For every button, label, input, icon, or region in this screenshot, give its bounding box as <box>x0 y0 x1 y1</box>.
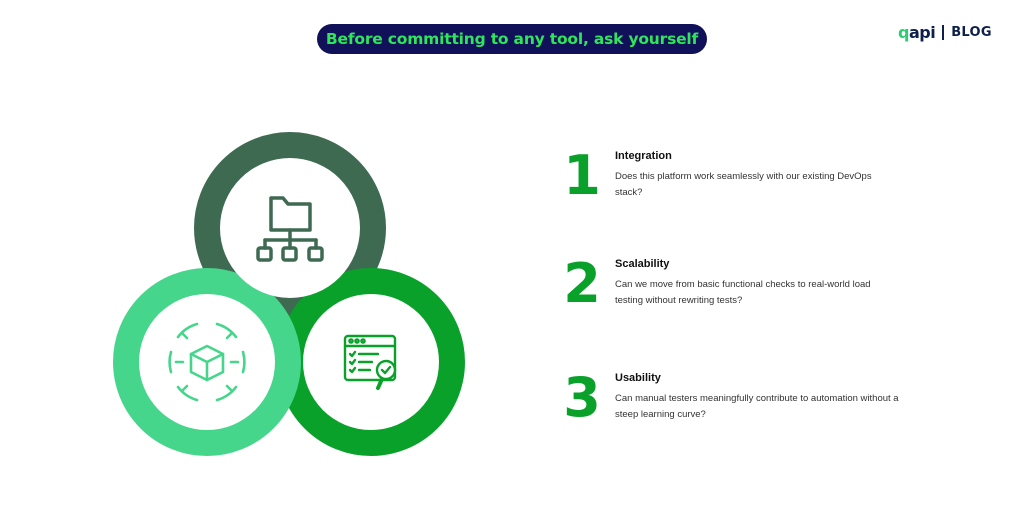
question-number: 1 <box>563 144 601 207</box>
question-scalability: 2 Scalability Can we move from basic fun… <box>560 254 870 328</box>
ring-left <box>113 268 301 456</box>
logo-divider <box>942 24 945 40</box>
question-text: Can we move from basic functional checks… <box>615 279 871 306</box>
question-heading: Usability <box>615 372 661 384</box>
logo-wordmark: qapi <box>898 22 936 42</box>
folder-hierarchy-icon <box>256 196 324 262</box>
question-heading: Scalability <box>615 258 670 270</box>
ring-top <box>194 132 386 324</box>
question-heading: Integration <box>615 150 672 162</box>
question-text: Can manual testers meaningfully contribu… <box>615 393 899 420</box>
logo-brand-text: api <box>908 22 936 42</box>
question-text: Does this platform work seamlessly with … <box>615 171 872 198</box>
page-title: Before committing to any tool, ask yours… <box>317 24 707 54</box>
question-number: 3 <box>563 366 601 429</box>
question-usability: 3 Usability Can manual testers meaningfu… <box>560 368 898 442</box>
question-number: 2 <box>563 252 601 315</box>
cube-arrows-icon <box>168 322 246 402</box>
logo-section-label: BLOG <box>951 24 992 40</box>
checklist-magnifier-icon <box>343 334 397 390</box>
ring-top-center <box>220 158 360 298</box>
brand-logo[interactable]: qapi BLOG <box>898 20 992 44</box>
question-integration: 1 Integration Does this platform work se… <box>560 146 871 220</box>
